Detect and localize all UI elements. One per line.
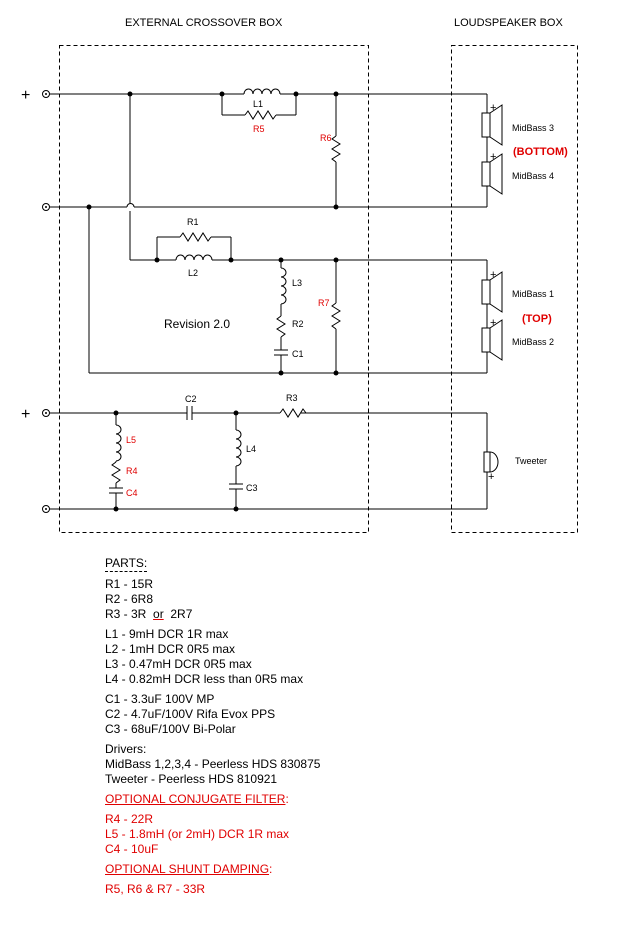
top-label: (TOP) [522, 313, 552, 325]
part-l1: L1 - 9mH DCR 1R max [105, 627, 229, 641]
part-c2: C2 - 4.7uF/100V Rifa Evox PPS [105, 707, 276, 721]
loudspeaker-box [451, 45, 578, 533]
label-l2: L2 [188, 268, 198, 278]
driver-midbass3: MidBass 3 [512, 123, 554, 133]
driver-tweeter: Tweeter [515, 456, 547, 466]
midbass4-plus: + [490, 151, 496, 163]
part-c4: C4 - 10uF [105, 842, 159, 856]
crossover-box-title: EXTERNAL CROSSOVER BOX [125, 17, 283, 29]
part-r3-or: or [153, 607, 164, 621]
label-r2: R2 [292, 319, 304, 329]
crossover-schematic: EXTERNAL CROSSOVER BOX LOUDSPEAKER BOX +… [21, 17, 578, 533]
label-l1: L1 [253, 99, 263, 109]
crossover-box [59, 45, 369, 533]
shunt-values: R5, R6 & R7 - 33R [105, 882, 206, 896]
input-plus-top: + [21, 87, 30, 104]
conjugate-header-text: OPTIONAL CONJUGATE FILTER [105, 792, 286, 806]
label-l4: L4 [246, 444, 256, 454]
shunt-header: OPTIONAL SHUNT DAMPING: [105, 862, 320, 877]
part-r2: R2 - 6R8 [105, 592, 154, 606]
parts-header: PARTS: [105, 556, 148, 572]
conjugate-header: OPTIONAL CONJUGATE FILTER: [105, 792, 320, 807]
revision-label: Revision 2.0 [164, 317, 230, 331]
label-l3: L3 [292, 278, 302, 288]
label-r7: R7 [318, 298, 330, 308]
part-r4: R4 - 22R [105, 812, 154, 826]
part-r1: R1 - 15R [105, 577, 154, 591]
label-c4: C4 [126, 488, 138, 498]
part-l2: L2 - 1mH DCR 0R5 max [105, 642, 236, 656]
part-l3: L3 - 0.47mH DCR 0R5 max [105, 657, 252, 671]
bottom-label: (BOTTOM) [513, 146, 568, 158]
label-c2: C2 [185, 394, 197, 404]
label-r6: R6 [320, 133, 332, 143]
label-r3: R3 [286, 393, 298, 403]
drivers-header: Drivers: [105, 742, 147, 756]
driver-midbass2: MidBass 2 [512, 337, 554, 347]
label-l5: L5 [126, 435, 136, 445]
part-l5: L5 - 1.8mH (or 2mH) DCR 1R max [105, 827, 290, 841]
drivers-midbass: MidBass 1,2,3,4 - Peerless HDS 830875 [105, 757, 321, 771]
input-plus-tweeter: + [21, 406, 30, 423]
label-c3: C3 [246, 483, 258, 493]
label-r1: R1 [187, 217, 199, 227]
conjugate-header-colon: : [285, 792, 289, 806]
driver-midbass4: MidBass 4 [512, 171, 554, 181]
midbass3-plus: + [490, 102, 496, 114]
parts-list: PARTS: R1 - 15R R2 - 6R8 R3 - 3R or 2R7 … [105, 556, 320, 897]
part-c1: C1 - 3.3uF 100V MP [105, 692, 215, 706]
shunt-header-colon: : [269, 862, 273, 876]
part-r3: R3 - 3R or 2R7 [105, 607, 320, 622]
tweeter-plus: + [488, 471, 494, 483]
drivers-tweeter: Tweeter - Peerless HDS 810921 [105, 772, 278, 786]
shunt-header-text: OPTIONAL SHUNT DAMPING [105, 862, 270, 876]
label-r4: R4 [126, 466, 138, 476]
loudspeaker-box-title: LOUDSPEAKER BOX [454, 17, 563, 29]
label-r5: R5 [253, 124, 265, 134]
part-r3-b: 2R7 [170, 607, 193, 621]
part-r3-a: R3 - 3R [105, 607, 147, 621]
driver-midbass1: MidBass 1 [512, 289, 554, 299]
part-c3: C3 - 68uF/100V Bi-Polar [105, 722, 236, 736]
midbass2-plus: + [490, 317, 496, 329]
midbass1-plus: + [490, 269, 496, 281]
part-l4: L4 - 0.82mH DCR less than 0R5 max [105, 672, 304, 686]
label-c1: C1 [292, 349, 304, 359]
